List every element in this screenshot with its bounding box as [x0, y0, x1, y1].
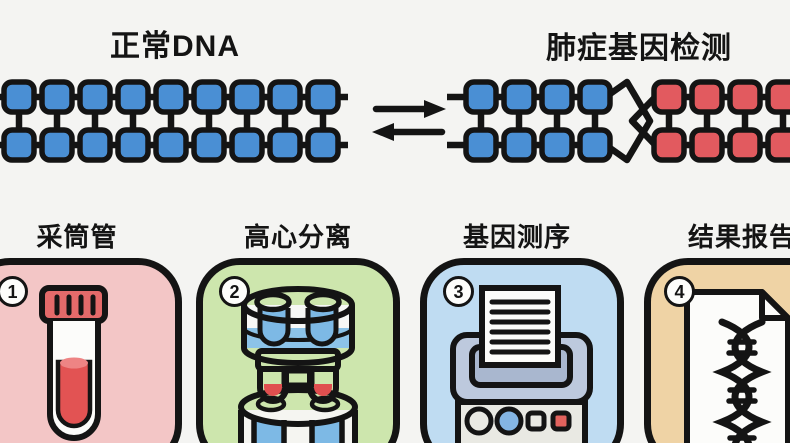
step-panel-collection-tube: 1 [0, 258, 182, 443]
step-panel-sequencer: 3 [420, 258, 624, 443]
normal-dna-strand [0, 79, 348, 163]
mutated-red-pairs [651, 79, 790, 163]
step-panel-report: 4 [644, 258, 790, 443]
strand-break-icon [606, 78, 664, 164]
step-label-centrifuge: 高心分离 [243, 222, 352, 252]
blood-collection-tube-icon [39, 285, 108, 441]
step-label-sequencing: 基因测序 [462, 222, 571, 252]
equilibrium-arrows-icon [372, 100, 446, 141]
step-label-report: 结果报告 [687, 222, 790, 252]
step-number-badge-2: 2 [219, 276, 250, 307]
gene-test-title: 肺症基因检测 [546, 32, 732, 65]
step-number-badge-3: 3 [443, 276, 474, 307]
normal-dna-title: 正常DNA [110, 30, 240, 63]
mutated-blue-pairs [463, 79, 613, 163]
step-panel-centrifuge: 2 [196, 258, 400, 443]
dna-report-icon [684, 289, 790, 443]
step-number-badge-4: 4 [664, 276, 695, 307]
step-number-badge-1: 1 [0, 276, 28, 307]
mutated-dna-strand [447, 78, 790, 164]
dna-comparison-figure [0, 78, 790, 164]
step-label-tube: 采筒管 [36, 222, 118, 252]
dna-helix-glyph [712, 318, 772, 443]
dna-sequencer-icon [450, 285, 593, 443]
centrifuge-icon [238, 286, 358, 443]
normal-base-pairs [1, 79, 341, 163]
